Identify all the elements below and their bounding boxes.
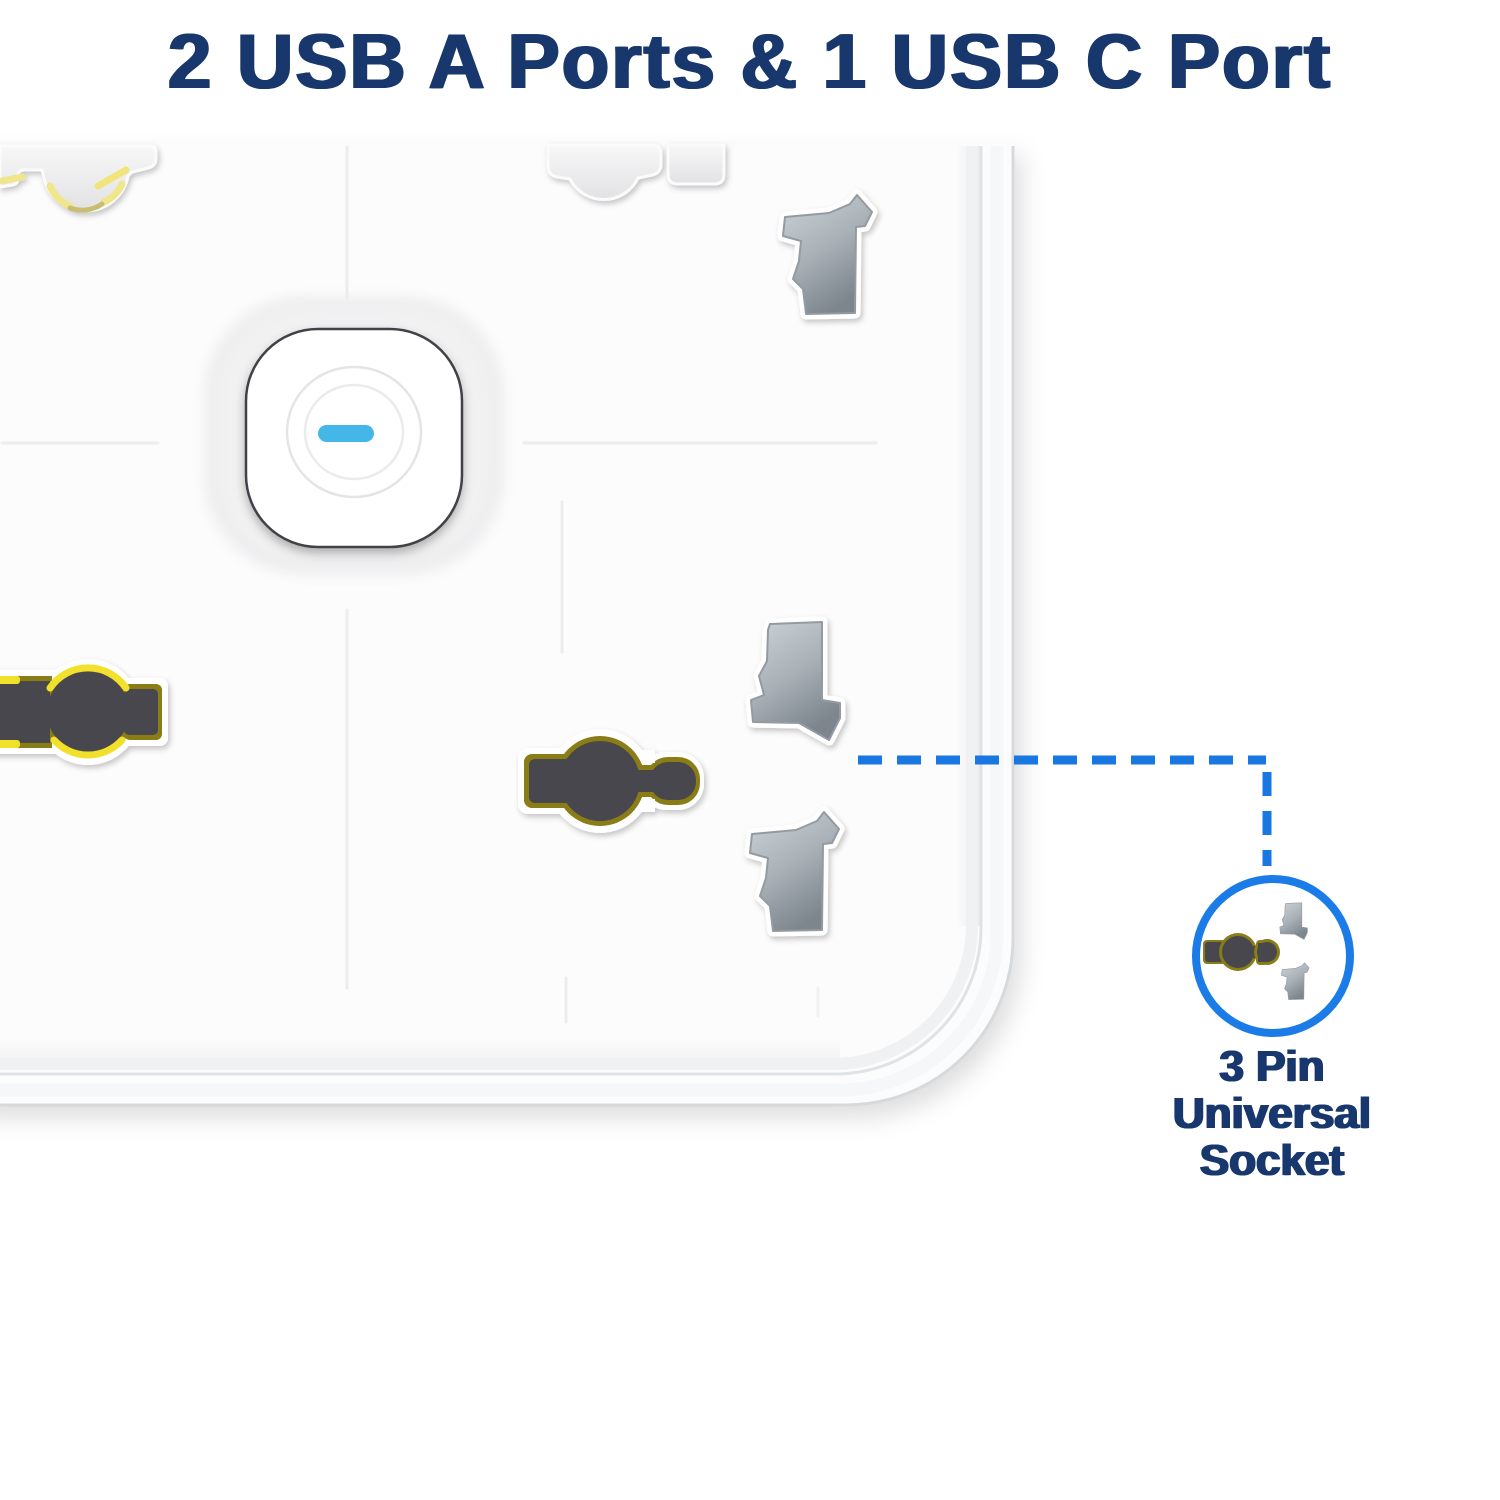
callout-dashed-connector [858,755,1272,866]
keyhole-socket-left [0,659,168,765]
slot-hole-right-upper [751,622,840,740]
universal-socket-icon [1203,901,1311,1002]
cropped-socket-top-left [0,144,158,213]
strip-body [0,143,1015,1107]
headline: 2 USB A Ports & 1 USB C Port [167,17,1333,105]
panel-seams [0,145,878,1024]
power-led-indicator [318,425,374,442]
callout-label-line: Socket [1199,1136,1345,1185]
callout-label-line: Universal [1172,1089,1372,1138]
keyhole-socket-center [518,729,704,833]
callout-circle [1192,875,1354,1037]
callout-label: 3 Pin Universal Socket [1098,1043,1446,1184]
callout-label-line: 3 Pin [1219,1042,1325,1091]
cropped-socket-top-center [546,143,726,201]
power-switch-button [207,300,501,572]
